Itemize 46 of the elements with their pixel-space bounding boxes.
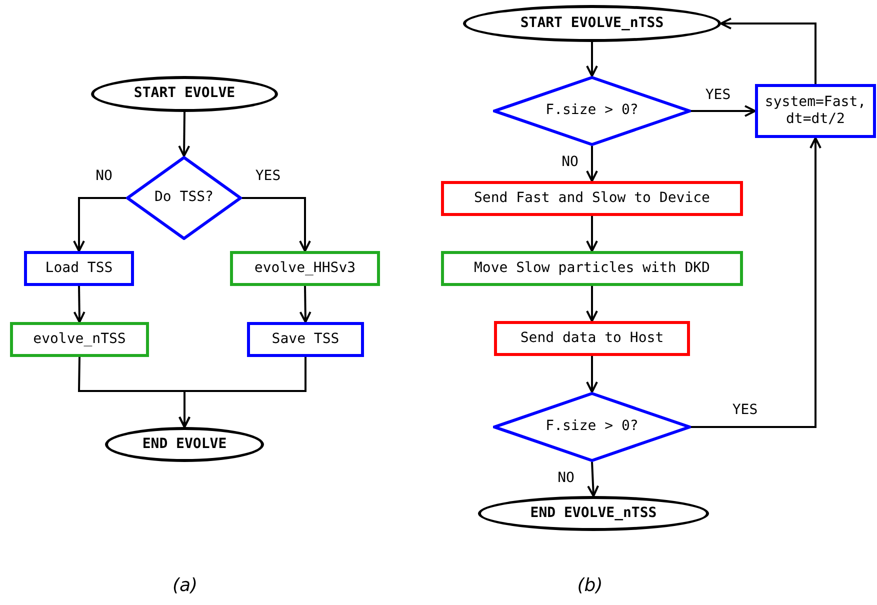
arrow bbox=[587, 462, 600, 497]
node-text: Do TSS? bbox=[154, 189, 214, 207]
node-text: Send Fast and Slow to Device bbox=[474, 190, 710, 208]
edge-label: NO bbox=[96, 169, 112, 183]
arrow bbox=[586, 286, 598, 322]
arrow bbox=[691, 137, 822, 428]
process-box bbox=[230, 251, 380, 286]
arrow bbox=[586, 42, 598, 77]
process-box bbox=[247, 322, 364, 357]
arrow bbox=[178, 112, 190, 157]
arrow bbox=[299, 286, 312, 323]
arrow bbox=[691, 105, 756, 117]
node-text: F.size > 0? bbox=[546, 418, 638, 436]
process-box bbox=[10, 322, 149, 357]
arrow bbox=[242, 197, 311, 252]
process-box bbox=[441, 251, 743, 286]
process-box bbox=[441, 181, 743, 216]
node-text: system=Fast, dt=dt/2 bbox=[764, 94, 868, 128]
node-text: Send data to Host bbox=[520, 330, 664, 348]
arrow bbox=[178, 357, 306, 428]
arrow bbox=[720, 18, 816, 84]
node-text: START EVOLVE_nTSS bbox=[520, 14, 664, 32]
arrow bbox=[586, 146, 598, 182]
node-text: Move Slow particles with DKD bbox=[474, 260, 710, 278]
edge-label: YES bbox=[732, 403, 758, 417]
node-text: START EVOLVE bbox=[134, 85, 236, 103]
node-text: END EVOLVE bbox=[142, 436, 227, 454]
arrow bbox=[586, 216, 598, 252]
edge-label: NO bbox=[558, 471, 574, 485]
arrow bbox=[73, 286, 86, 323]
process-box bbox=[755, 84, 876, 138]
edge-label: YES bbox=[255, 169, 281, 183]
edge-label: NO bbox=[562, 155, 578, 169]
node-text: F.size > 0? bbox=[546, 102, 638, 120]
process-box bbox=[494, 321, 690, 356]
node-text: END EVOLVE_nTSS bbox=[530, 504, 657, 522]
node-text: evolve_HHSv3 bbox=[254, 260, 356, 278]
node-text: Load TSS bbox=[45, 260, 113, 278]
figure-caption: (a) bbox=[172, 577, 198, 595]
arrow bbox=[586, 356, 598, 393]
figure-caption: (b) bbox=[577, 577, 603, 595]
edge-label: YES bbox=[705, 88, 731, 102]
arrow bbox=[73, 197, 126, 252]
node-text: Save TSS bbox=[272, 330, 340, 348]
node-text: evolve_nTSS bbox=[33, 330, 126, 348]
process-box bbox=[24, 251, 134, 286]
